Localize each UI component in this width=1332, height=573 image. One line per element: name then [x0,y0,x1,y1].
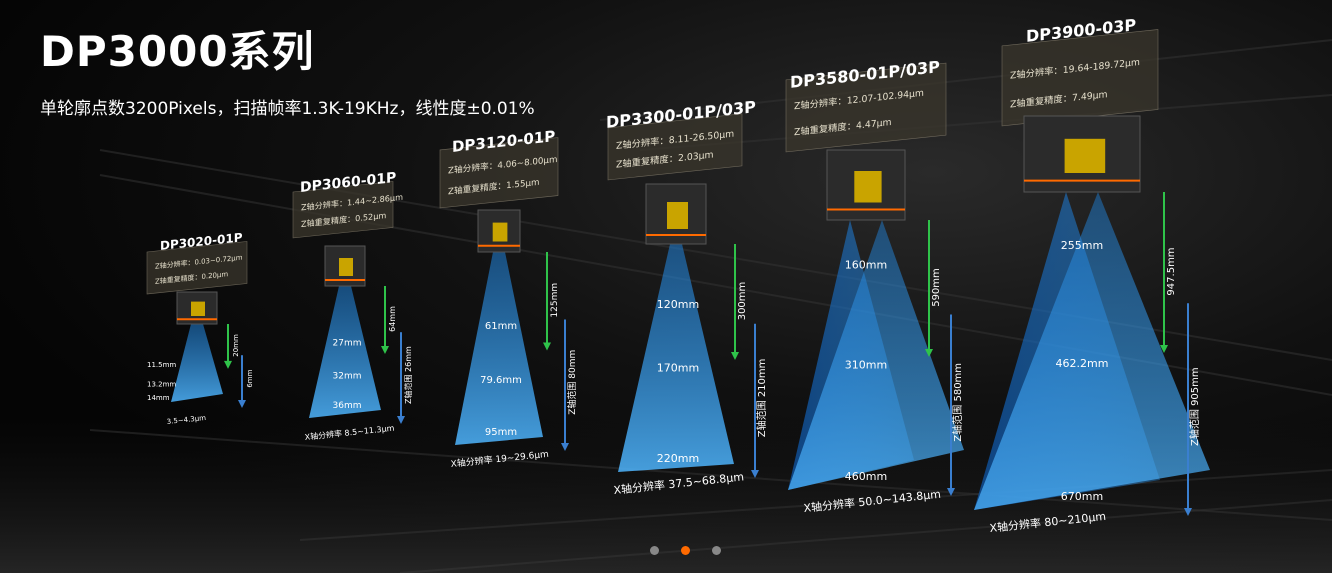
z-range-label: 6mm [246,369,254,387]
carousel-dot[interactable] [712,546,721,555]
standoff-arrowhead [1160,345,1168,353]
field-width-label: 310mm [845,359,887,372]
standoff-label: 947.5mm [1166,247,1177,295]
sensor-window [1064,138,1106,173]
sensor-dp3300-01p-03p: Z轴分辨率：8.11-26.50μmZ轴重复精度：2.03μmDP3300-01… [606,97,768,497]
laser-beam [788,220,964,490]
field-width-label: 13.2mm [147,381,176,389]
z-range-label: Z轴范围 26mm [403,346,413,404]
sensor-dp3120-01p: Z轴分辨率：4.06~8.00μmZ轴重复精度：1.55μmDP3120-01P… [439,127,578,470]
carousel-dot[interactable] [650,546,659,555]
standoff-arrowhead [224,360,232,369]
field-width-label: 27mm [333,338,362,348]
z-range-arrowhead [238,400,246,408]
z-range-label: Z轴范围 210mm [755,359,768,438]
standoff-label: 300mm [737,282,748,321]
spec-card [785,62,947,153]
sensor-window [339,258,353,276]
z-range-label: Z轴范围 905mm [1188,367,1201,446]
sensor-window [667,202,688,229]
carousel-dot[interactable] [681,546,690,555]
laser-beam [171,324,223,402]
field-width-label: 160mm [845,259,887,272]
field-width-label: 61mm [485,321,517,332]
sensor-dp3060-01p: Z轴分辨率：1.44~2.86μmZ轴重复精度：0.52μmDP3060-01P… [292,170,413,442]
standoff-arrowhead [381,346,389,354]
laser-beam [974,192,1210,510]
spec-card [607,113,743,181]
standoff-label: 20mm [232,334,240,357]
laser-beam [618,244,734,472]
sensor-window [854,171,882,203]
z-range-arrowhead [947,488,955,496]
z-range-arrowhead [1184,508,1192,516]
sensor-dp3580-01p-03p: Z轴分辨率：12.07-102.94μmZ轴重复精度：4.47μmDP3580-… [785,57,964,515]
field-width-label: 14mm [147,394,170,402]
sensor-window [191,301,205,316]
z-range-label: Z轴范围 80mm [566,350,578,415]
field-width-label: 170mm [657,362,699,375]
field-width-label: 255mm [1061,239,1103,252]
standoff-arrowhead [731,352,739,360]
field-width-label: 220mm [657,452,699,465]
laser-beam [309,286,381,418]
z-range-arrowhead [561,443,569,451]
field-width-label: 670mm [1061,490,1103,503]
sensor-dp3020-01p: Z轴分辨率：0.03~0.72μmZ轴重复精度：0.20μmDP3020-01P… [146,230,254,426]
z-range-label: Z轴范围 580mm [951,363,964,442]
field-width-label: 462.2mm [1056,357,1109,370]
standoff-arrowhead [925,349,933,357]
background-rail [599,39,1332,121]
field-width-label: 120mm [657,298,699,311]
laser-beam [455,252,543,445]
background-rail [639,94,1332,151]
field-width-label: 95mm [485,427,517,438]
spec-card [439,137,559,209]
field-width-label: 32mm [333,371,362,381]
field-width-label: 36mm [333,401,362,411]
standoff-label: 125mm [550,283,560,318]
standoff-label: 64mm [388,306,397,332]
standoff-label: 590mm [931,268,942,307]
standoff-arrowhead [543,342,551,351]
z-range-arrowhead [751,470,759,478]
field-width-label: 460mm [845,470,887,483]
sensor-window [492,222,508,242]
spec-card [292,181,394,239]
sensor-dp3900-03p: Z轴分辨率：19.64-189.72μmZ轴重复精度：7.49μmDP3900-… [974,15,1210,535]
page-subtitle: 单轮廓点数3200Pixels，扫描帧率1.3K-19KHz，线性度±0.01% [40,99,535,119]
z-range-arrowhead [397,416,405,424]
spec-card [146,241,248,295]
field-width-label: 79.6mm [480,375,522,386]
carousel-pagination [650,546,721,555]
page-title: DP3000系列 [40,27,315,76]
field-width-label: 11.5mm [147,361,176,369]
